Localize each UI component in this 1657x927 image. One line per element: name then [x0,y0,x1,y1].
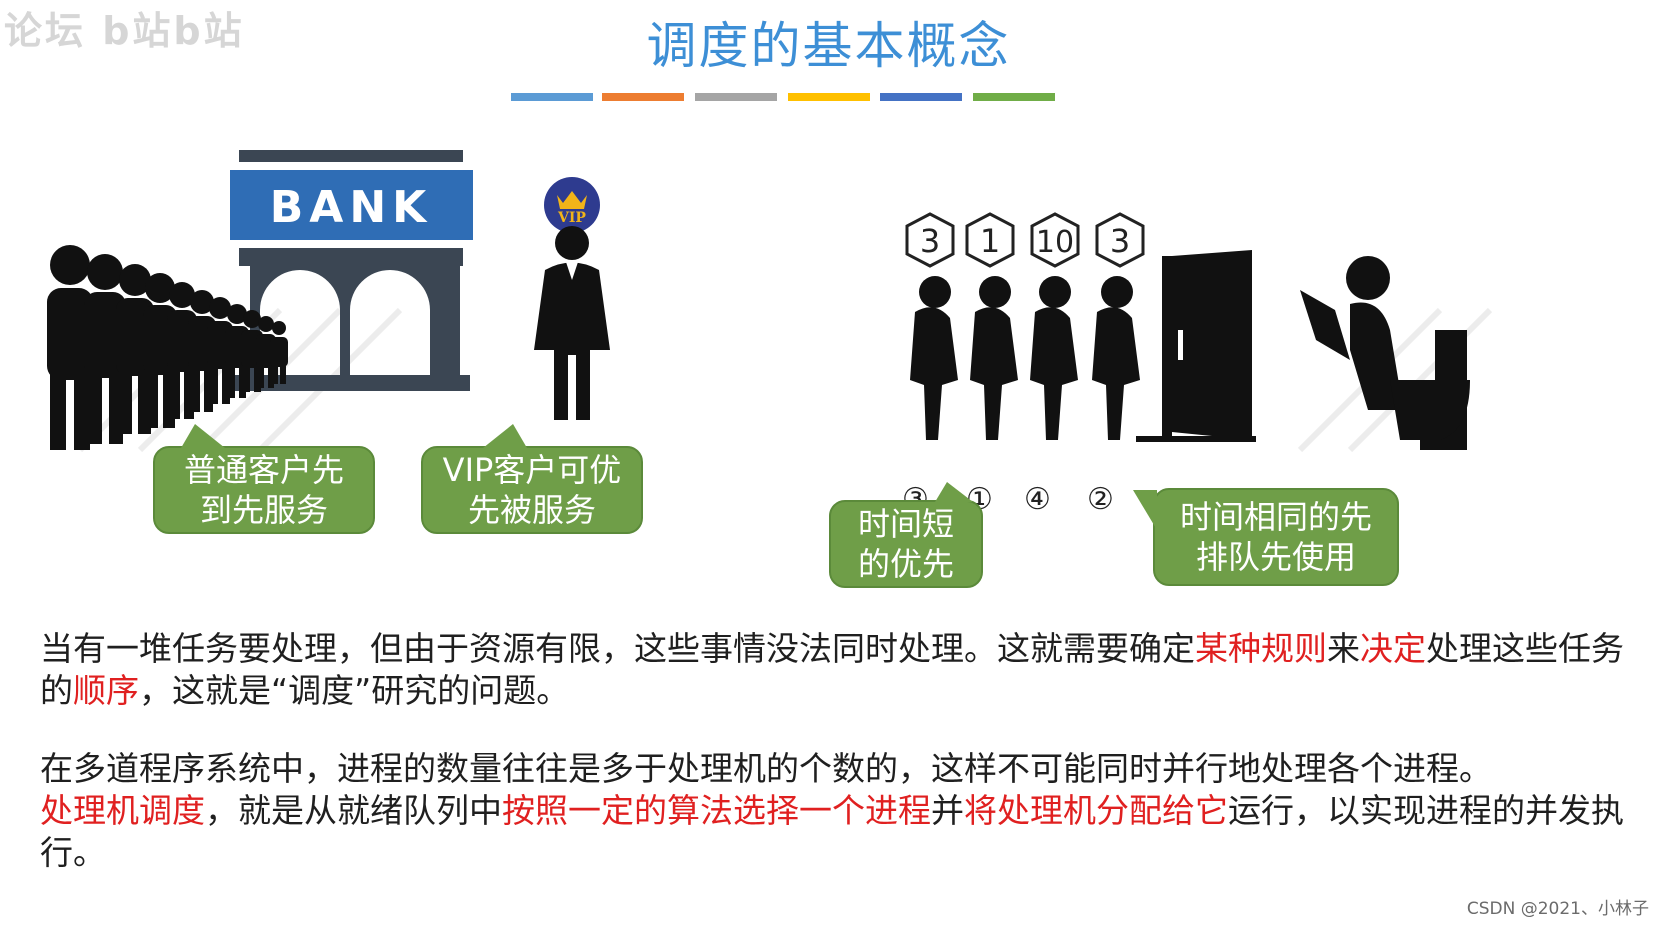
order-mark-4: ② [1087,482,1114,517]
toilet-queue-illustration: 3 1 10 3 [905,212,1493,453]
bank-illustration: BANK VIP [47,150,610,453]
callout-normal-customer: 普通客户先到先服务 [153,424,375,534]
callout-vip-customer: VIP客户可优先被服务 [421,424,643,534]
callout-tail [483,424,527,448]
p1-text-e: 处理这些任务的 [40,629,1624,710]
p2-text-g: 运行，以实现进程的并发执行。 [40,791,1624,872]
callout-tail [935,482,973,502]
color-bar-6 [973,93,1055,101]
callout-same-line1: 时间相同的先 [1179,498,1372,536]
p2-text-a: 在多道程序系统中，进程的数量往往是多于处理机的个数的，这样不可能同时并行地处理各… [40,749,1492,788]
p1-text-g: ，这就是“调度”研究的问题。 [139,671,570,710]
time-tag-2: 1 [980,222,1000,260]
callout-vip-line2: 先被服务 [467,491,596,529]
p1-text-a: 当有一堆任务要处理，但由于资源有限，这些事情没法同时处理。这就需要确定 [40,629,1195,668]
p2-highlight-processor-scheduling: 处理机调度 [40,791,205,830]
time-tag-1: 3 [920,222,940,260]
order-mark-3: ④ [1024,482,1051,517]
paragraph-processor-scheduling: 在多道程序系统中，进程的数量往往是多于处理机的个数的，这样不可能同时并行地处理各… [40,748,1640,874]
watermark: 论坛 b站b站 [4,9,245,53]
color-bar-1 [511,93,593,101]
color-bar-5 [880,93,962,101]
paragraph-scheduling-concept: 当有一堆任务要处理，但由于资源有限，这些事情没法同时处理。这就需要确定某种规则来… [40,628,1640,712]
p2-highlight-select-process: 按照一定的算法选择一个进程 [502,791,931,830]
color-bar-4 [788,93,870,101]
callout-tail [181,424,225,448]
p1-text-c: 来 [1327,629,1360,668]
callout-normal-line2: 到先服务 [199,491,328,529]
callout-short-line1: 时间短 [857,505,954,543]
p1-highlight-decide: 决定 [1360,629,1426,668]
callout-short-time: 时间短的优先 [829,482,983,588]
time-tag-3: 10 [1036,225,1074,260]
color-bar-3 [695,93,777,101]
color-bar-2 [602,93,684,101]
credit-text: CSDN @2021、小林子 [1466,899,1649,919]
p1-highlight-rule: 某种规则 [1195,629,1327,668]
time-tag-4: 3 [1110,222,1130,260]
p2-text-e: 并 [931,791,964,830]
bank-sign: BANK [270,182,433,233]
p2-highlight-assign-processor: 将处理机分配给它 [964,791,1228,830]
callout-short-line2: 的优先 [857,545,954,583]
callout-vip-line1: VIP客户可优 [442,451,622,489]
callout-tail [1133,490,1157,530]
callout-same-time: 时间相同的先排队先使用 [1133,488,1399,586]
p2-text-c: ，就是从就绪队列中 [205,791,502,830]
page-title: 调度的基本概念 [646,17,1011,75]
callout-same-line2: 排队先使用 [1195,538,1356,576]
vip-badge: VIP [557,210,586,226]
p1-highlight-order: 顺序 [73,671,139,710]
callout-normal-line1: 普通客户先 [183,451,344,489]
